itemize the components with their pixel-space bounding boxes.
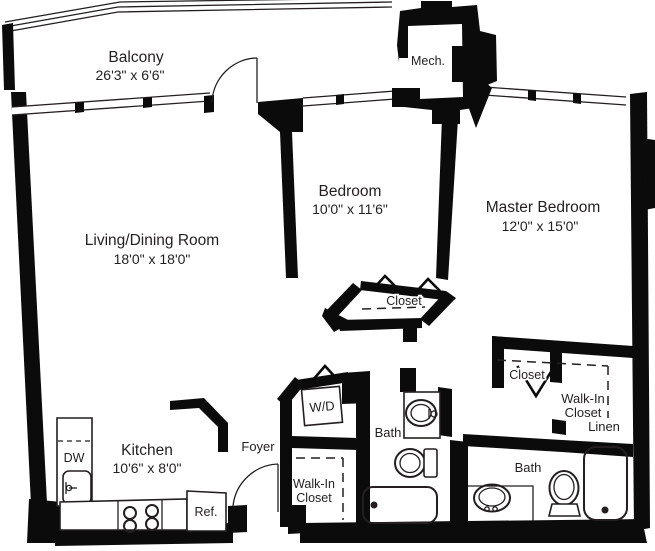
master-closet-left-wall [492,336,504,388]
foyer-label: Foyer [241,439,275,454]
dishwasher-label: DW [64,451,85,465]
bath-main-label: Bath [375,425,402,440]
faucet-icon [484,506,490,512]
master-walkin-label-2: Closet [565,405,602,420]
bedroom-label: Bedroom [319,183,382,200]
bottom-wall-right [300,519,647,543]
left-wall [11,92,47,505]
bedroom-window-mullion [336,94,344,105]
interior-walls [170,117,633,527]
master-walkin-label-1: Walk-In [561,391,605,406]
hanger-icon [415,277,441,293]
right-wall-bump [641,138,655,210]
kitchen-partial-wall [170,398,228,452]
stove-burners-icon [123,504,159,533]
foyer-walkin-label-1: Walk-In [293,477,335,491]
bath-main-left-wall [356,388,370,527]
closet-walkin-divider [550,343,562,383]
kitchen-dims: 10'6" x 8'0" [113,460,182,476]
foyer-walkin-label-2: Closet [296,491,332,505]
foyer-closet-left-wall [280,400,292,527]
faucet-icon [430,410,438,418]
bathtub [583,446,628,521]
balcony-railing [2,0,393,90]
mech-room: Mech. [397,1,497,124]
bath-main: Bath [362,391,441,524]
linen-label: Linen [588,419,620,434]
master-closet-label: Closet [509,368,545,382]
bath-main-alcove-wall [438,387,452,437]
balcony-door [211,57,258,103]
bath-main-top-post [400,368,416,392]
living-bedroom-wall [280,132,298,278]
linen-bottom-wall [562,440,633,457]
toilet-icon [547,470,582,517]
bath-master: Bath [468,446,628,521]
kitchen-label: Kitchen [121,442,173,459]
master-window-mullion-1 [528,90,536,101]
master-closets: Closet Walk-In Closet Linen [496,359,620,434]
bottom-left-corner [27,499,62,543]
master-bedroom-dims: 12'0" x 15'0" [502,218,579,234]
laundry: W/D [300,364,344,427]
master-south-wall [492,336,633,358]
washer-dryer-label: W/D [309,398,335,415]
toilet-icon [394,448,438,478]
hanger-icon [516,365,556,399]
living-dining-label: Living/Dining Room [85,232,219,249]
master-window-mullion-2 [573,93,581,104]
foyer: Foyer [232,439,279,512]
entry-door-arc [232,463,279,507]
bath-main-sink-cabinet [403,391,441,439]
foyer-walkin-closet: Walk-In Closet [293,457,344,520]
linen-post [552,419,566,435]
kitchen: DW Ref. Kitchen 10'6" x 8'0" [56,417,227,533]
living-window-mullion-1 [75,102,84,113]
room-labels: Balcony 26'3" x 6'6" Living/Dining Room … [85,49,600,267]
laundry-closet-divider [292,436,358,450]
bath-master-counter [468,485,534,521]
balcony-end-wall [2,23,15,90]
bedroom-closet-label: Closet [386,294,422,308]
master-bedroom-label: Master Bedroom [486,199,601,216]
washer-dryer [300,385,344,427]
living-window-end-post [204,95,214,113]
balcony-label: Balcony [108,49,163,66]
refrigerator-label: Ref. [195,505,218,519]
bath-master-label: Bath [515,460,542,475]
refrigerator [186,490,227,532]
bath-master-top-wall [463,434,562,452]
exterior-walls [11,92,655,546]
windows [11,57,627,132]
baths-divider-wall [450,440,468,525]
bedroom-master-wall [436,117,458,280]
laundry-top-wall [296,372,350,390]
hanger-icon [372,274,398,290]
bathtub [362,486,438,524]
living-window-mullion-2 [143,97,152,108]
balcony-dims: 26'3" x 6'6" [96,67,165,83]
mech-label: Mech. [411,54,445,68]
living-dining-dims: 18'0" x 18'0" [114,251,191,267]
entry-left-jamb [228,505,247,533]
bath-master-sink [473,483,511,513]
bedroom-dims: 10'0" x 11'6" [312,201,388,217]
bath-main-sink [405,399,437,427]
balcony-corner-block [258,98,303,132]
hanger-icon [310,364,339,383]
bedroom-closet: Closet [322,274,456,342]
